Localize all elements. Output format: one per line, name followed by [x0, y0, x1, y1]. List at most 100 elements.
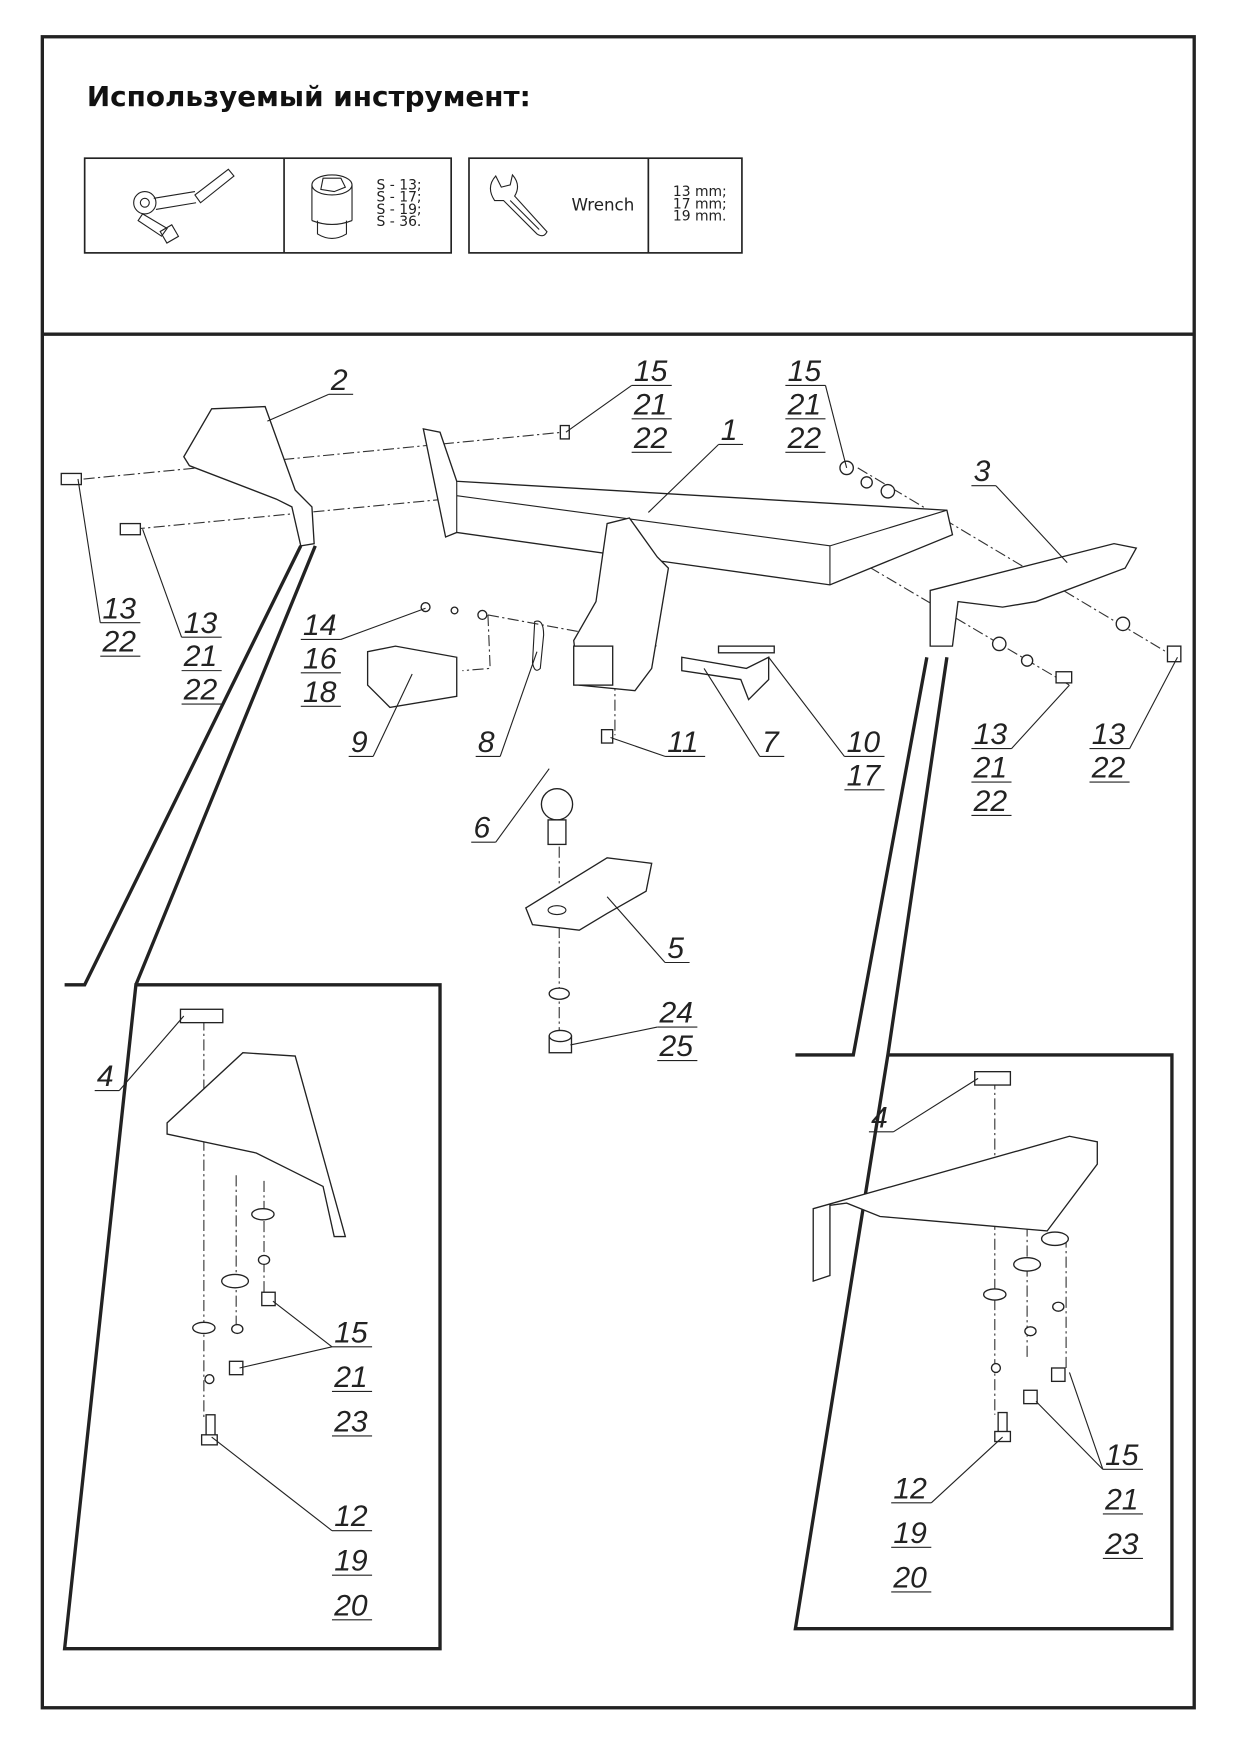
leader-line [211, 1436, 333, 1532]
leader-line [1035, 1401, 1104, 1470]
socket-plate [366, 645, 458, 709]
wrench-size-2: 17 mm; [673, 196, 727, 212]
callout-number: 15 [788, 355, 822, 388]
leader-line [340, 607, 426, 640]
tool-box-ratchet-socket: S - 13; S - 17; S - 19; S - 36. [83, 157, 453, 254]
socket-size-4: S - 36. [377, 214, 422, 230]
inset-right-parts [812, 1070, 1098, 1443]
tow-ball [540, 788, 574, 821]
callout-number: 13 [184, 607, 218, 640]
callout-number: 6 [473, 812, 490, 845]
wrench-label: Wrench [571, 195, 634, 215]
callout-8: 8 [475, 651, 538, 759]
leader-line [768, 656, 845, 757]
leader-line [142, 528, 183, 638]
callout-15-21-23: 15 21 23 [239, 1300, 373, 1438]
callout-number: 21 [973, 752, 1007, 785]
inset-right-frame [793, 656, 1174, 1631]
ball-mount [524, 857, 653, 931]
leader-line [570, 1026, 658, 1046]
callout-number: 8 [478, 726, 495, 759]
callout-number: 13 [1092, 718, 1126, 751]
callout-number: 19 [334, 1545, 368, 1578]
socket-size-1: S - 13; [377, 177, 422, 193]
callout-number: 20 [333, 1589, 368, 1622]
exploded-view [60, 405, 1182, 1054]
leader-line [77, 478, 101, 623]
callout-number: 9 [351, 726, 368, 759]
callout-number: 22 [101, 626, 136, 659]
callout-12-19-20: 12 19 20 [211, 1436, 373, 1622]
callout-number: 14 [303, 609, 336, 642]
callout-12-19-20: 12 19 20 [891, 1436, 1003, 1594]
wrench-icon [489, 173, 548, 237]
leader-line [118, 1015, 185, 1091]
socket-size-2: S - 17; [377, 190, 422, 206]
callout-number: 1 [721, 414, 738, 447]
callout-number: 22 [787, 422, 822, 455]
leader-line [893, 1077, 979, 1133]
callout-number: 11 [667, 726, 698, 759]
socket-icon [311, 174, 353, 239]
callout-number: 5 [667, 932, 684, 965]
callout-number: 25 [658, 1030, 693, 1063]
callout-number: 19 [893, 1517, 927, 1550]
callout-number: 13 [102, 592, 136, 625]
callout-1: 1 [647, 414, 744, 513]
callout-number: 21 [333, 1361, 367, 1394]
callout-3: 3 [971, 455, 1068, 563]
callout-number: 24 [658, 997, 692, 1030]
callout-number: 4 [97, 1060, 114, 1093]
callout-6: 6 [471, 768, 550, 845]
leader-line [272, 1300, 333, 1348]
callout-number: 2 [330, 364, 348, 397]
leader-line [1068, 1372, 1104, 1470]
callout-number: 23 [333, 1405, 368, 1438]
callout-number: 22 [973, 785, 1008, 818]
outer-frame [40, 35, 1196, 1710]
leader-line [267, 393, 329, 422]
leader-line [995, 485, 1068, 563]
inset-left-frame [62, 545, 442, 1651]
callout-number: 17 [847, 759, 882, 792]
ratchet-icon [133, 168, 235, 244]
wrench-size-3: 19 mm. [673, 209, 727, 225]
callout-number: 12 [893, 1472, 927, 1505]
callout-number: 15 [334, 1316, 368, 1349]
leader-line [239, 1346, 333, 1369]
callout-number: 23 [1104, 1528, 1139, 1561]
callout-number: 22 [1091, 752, 1126, 785]
callout-number: 20 [892, 1561, 927, 1594]
leader-line [495, 768, 550, 843]
callout-number: 15 [634, 355, 668, 388]
leader-line [930, 1436, 1003, 1504]
callout-number: 18 [303, 676, 337, 709]
crossbar [422, 428, 954, 586]
bracket-left [183, 405, 315, 547]
leader-line [647, 444, 719, 513]
callout-7: 7 [703, 668, 785, 759]
callout-number: 12 [334, 1500, 368, 1533]
callout-number: 21 [787, 388, 821, 421]
callout-number: 21 [633, 388, 667, 421]
tool-box-wrench: Wrench 13 mm; 17 mm; 19 mm. [468, 157, 743, 254]
callout-number: 4 [871, 1101, 888, 1134]
callout-number: 10 [847, 726, 881, 759]
inset-left-parts [166, 1008, 347, 1446]
leader-line [1129, 657, 1178, 749]
callout-9: 9 [348, 673, 413, 759]
wrench-size-1: 13 mm; [673, 184, 727, 200]
callout-number: 3 [974, 455, 991, 488]
callout-number: 22 [183, 674, 218, 707]
callout-4: 4 [868, 1077, 979, 1134]
